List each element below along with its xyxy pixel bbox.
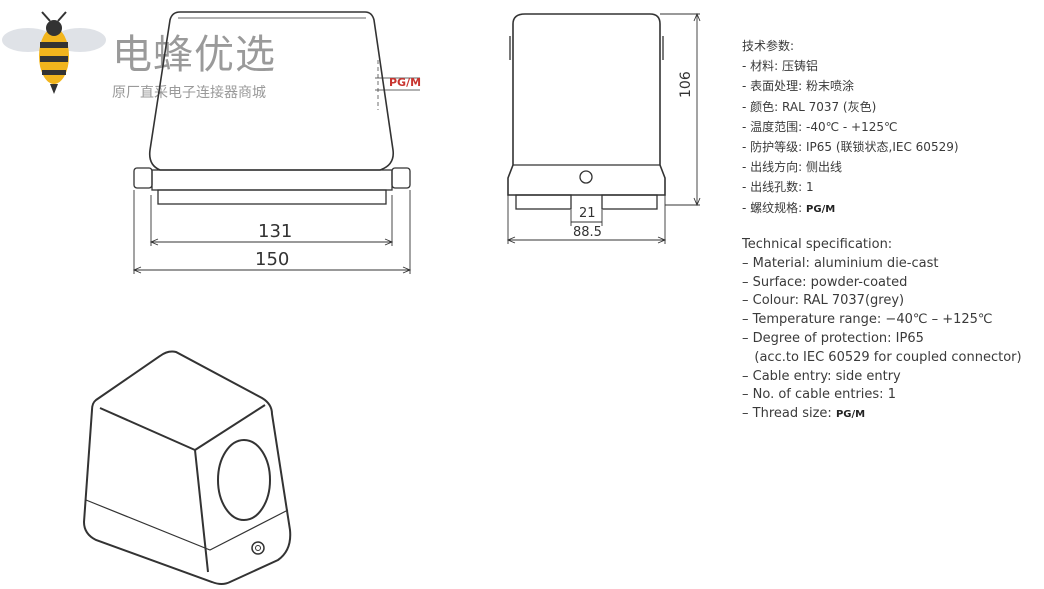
front-view [133,11,420,205]
spec-english-item: – Material: aluminium die-cast [742,255,939,271]
spec-chinese-item: - 表面处理: 粉末喷涂 [742,79,855,94]
spec-chinese-item: - 颜色: RAL 7037 (灰色) [742,99,877,114]
spec-english-item: – Cable entry: side entry [742,368,901,384]
bee-icon [2,11,106,94]
spec-english-thread-label: – Thread size: [742,406,832,422]
spec-chinese-item: - 温度范围: -40℃ - +125℃ [742,119,898,134]
dim-label-131: 131 [258,221,293,242]
spec-english-heading: Technical specification: [742,237,893,252]
logo-title: 电蜂优选 [112,32,276,78]
spec-english: Technical specification: – Material: alu… [742,236,1022,424]
spec-english-item: – Colour: RAL 7037(grey) [742,293,905,309]
dim-label-150: 150 [255,249,290,270]
side-view [507,13,666,210]
spec-chinese-item: - 出线孔数: 1 [742,180,814,195]
isometric-view [82,350,292,585]
spec-chinese-item: - 材料: 压铸铝 [742,59,819,74]
spec-english-item: – Temperature range: −40℃ – +125℃ [742,312,993,328]
side-dimensions [506,12,701,244]
spec-english-item: (acc.to IEC 60529 for coupled connector) [742,349,1022,365]
brand-logo: 电蜂优选 原厂直采电子连接器商城 [0,8,300,101]
dim-label-21: 21 [579,206,596,221]
spec-english-item: – No. of cable entries: 1 [742,387,896,403]
spec-chinese: 技术参数: - 材料: 压铸铝 - 表面处理: 粉末喷涂 - 颜色: RAL 7… [742,36,959,218]
spec-chinese-thread-label: - 螺纹规格: [742,200,803,215]
spec-chinese-heading: 技术参数: [742,39,795,53]
spec-english-thread-value: PG/M [835,409,866,421]
dim-label-106: 106 [678,71,694,98]
spec-chinese-thread-value: PG/M [806,203,836,215]
spec-english-item: – Surface: powder-coated [742,274,908,290]
spec-chinese-item: - 防护等级: IP65 (联锁状态,IEC 60529) [742,139,959,154]
front-dimensions [132,190,412,274]
pg-callout-label: PG/M [389,76,422,89]
logo-subtitle: 原厂直采电子连接器商城 [112,85,266,101]
spec-chinese-item: - 出线方向: 侧出线 [742,160,843,175]
spec-english-item: – Degree of protection: IP65 [742,330,924,346]
spec-english-thread: – Thread size: PG/M [742,405,1022,424]
dim-label-88-5: 88.5 [573,225,602,240]
spec-chinese-thread: - 螺纹规格: PG/M [742,198,959,218]
